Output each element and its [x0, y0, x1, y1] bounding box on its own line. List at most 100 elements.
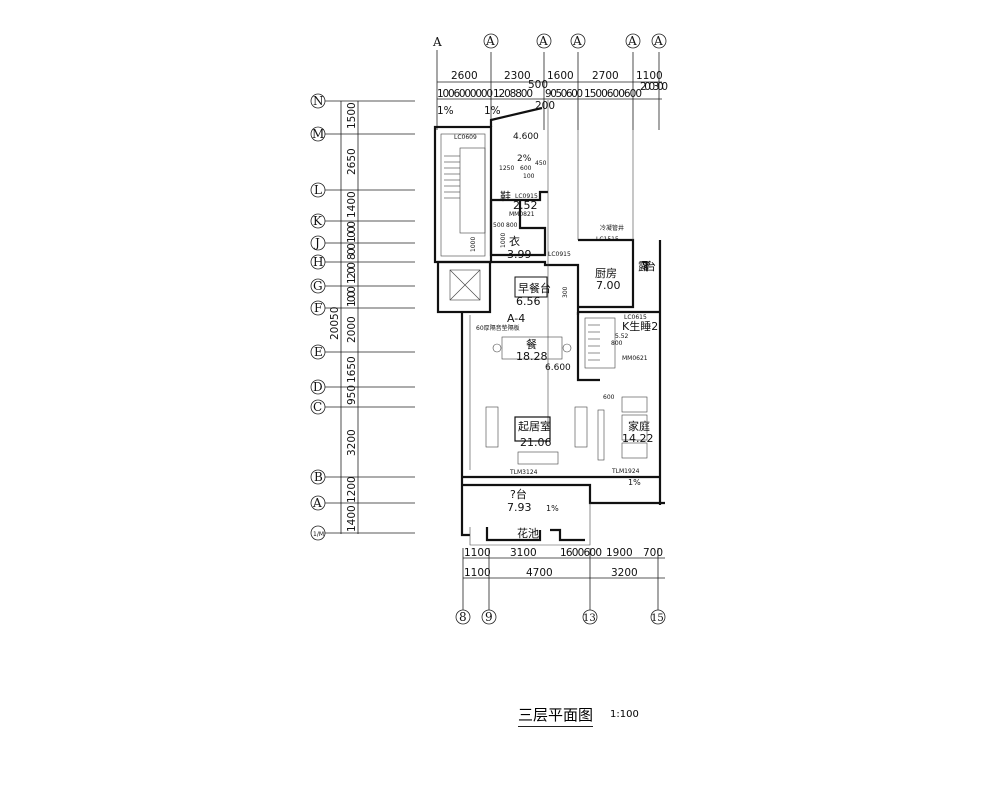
svg-text:3.99: 3.99: [507, 248, 532, 261]
svg-text:TLM3124: TLM3124: [509, 469, 538, 476]
svg-text:2700: 2700: [592, 70, 619, 82]
svg-text:1200: 1200: [346, 476, 358, 503]
left-dimensions: 1500 2650 1400 1000 800 1200 1000 2000 1…: [329, 102, 358, 532]
top-dimensions: 2600 2300 1600 2700 1100 1006000000 1208…: [437, 70, 668, 117]
svg-text:600: 600: [603, 394, 615, 401]
svg-text:?台: ?台: [510, 487, 527, 501]
svg-text:1250: 1250: [499, 165, 514, 172]
svg-text:A: A: [485, 34, 495, 48]
svg-text:4700: 4700: [526, 567, 553, 579]
svg-text:MM0821: MM0821: [509, 211, 535, 218]
svg-text:600: 600: [520, 165, 532, 172]
svg-text:21.06: 21.06: [520, 436, 552, 449]
svg-text:1006000000: 1006000000: [437, 88, 493, 100]
svg-text:3200: 3200: [346, 429, 358, 456]
svg-text:F: F: [314, 301, 322, 315]
svg-text:LC0615: LC0615: [624, 314, 647, 321]
room-labels: 早餐台 6.56 厨房 7.00 餐 18.28 起居室 21.06 家庭 14…: [500, 189, 658, 540]
svg-text:M: M: [312, 127, 324, 141]
svg-text:60厚隔音垫隔板: 60厚隔音垫隔板: [476, 324, 520, 332]
svg-text:A: A: [432, 35, 442, 49]
svg-text:950: 950: [346, 385, 358, 405]
svg-text:3200: 3200: [611, 567, 638, 579]
svg-text:13: 13: [583, 613, 596, 624]
svg-text:G: G: [313, 279, 323, 293]
svg-text:早餐台: 早餐台: [518, 281, 551, 295]
svg-text:1100: 1100: [636, 70, 663, 82]
svg-text:700: 700: [643, 547, 663, 559]
svg-text:5.52: 5.52: [615, 333, 629, 340]
svg-text:起居室: 起居室: [518, 419, 551, 433]
svg-text:LC1515: LC1515: [596, 236, 619, 243]
svg-text:N: N: [313, 94, 324, 108]
svg-text:H: H: [313, 255, 323, 269]
annotations: 4.600 6.600 2% 1% 1% LC0609 LC0915 LC091…: [454, 132, 648, 513]
svg-text:15: 15: [651, 613, 664, 624]
svg-text:7.93: 7.93: [507, 501, 532, 514]
svg-text:1%: 1%: [484, 105, 501, 117]
svg-text:14.22: 14.22: [622, 432, 654, 445]
bottom-dimensions: 1100 3100 1600600 1900 700 1100 4700 320…: [464, 547, 663, 579]
svg-text:冷凝管井: 冷凝管井: [600, 224, 624, 232]
drawing-scale: 1:100: [610, 709, 639, 720]
svg-text:E: E: [314, 345, 323, 359]
svg-text:8: 8: [459, 610, 467, 624]
svg-text:200: 200: [535, 100, 555, 112]
svg-text:1208800: 1208800: [493, 88, 533, 100]
svg-text:D: D: [313, 380, 323, 394]
svg-text:20050: 20050: [329, 307, 341, 340]
svg-text:MM0621: MM0621: [622, 355, 648, 362]
svg-text:餐: 餐: [526, 337, 537, 351]
svg-text:花池: 花池: [517, 527, 539, 540]
svg-text:1000: 1000: [500, 233, 507, 248]
left-axis-bubbles: N M L K J H G F E D C B A 1/M: [310, 93, 326, 541]
svg-text:1%: 1%: [628, 478, 641, 487]
svg-text:K: K: [313, 214, 323, 228]
svg-text:2300: 2300: [504, 70, 531, 82]
top-axis-lines: [436, 50, 662, 130]
svg-text:500: 500: [528, 79, 548, 91]
svg-text:2000: 2000: [346, 316, 358, 343]
stairs: [444, 147, 616, 369]
svg-text:200300: 200300: [640, 81, 668, 93]
svg-text:6.56: 6.56: [516, 295, 541, 308]
left-axis-lines: [325, 100, 415, 534]
svg-text:1200: 1200: [346, 262, 358, 284]
svg-text:LC0915: LC0915: [515, 193, 538, 200]
svg-text:100: 100: [523, 173, 535, 180]
svg-text:露?平台: 露?平台: [638, 259, 656, 273]
svg-text:A: A: [538, 34, 548, 48]
svg-text:1650: 1650: [346, 356, 358, 383]
svg-text:1/M: 1/M: [313, 531, 324, 538]
svg-text:450: 450: [535, 160, 547, 167]
svg-text:K生睡2: K生睡2: [622, 319, 658, 333]
svg-text:6.600: 6.600: [545, 363, 571, 373]
svg-text:1100: 1100: [464, 567, 491, 579]
svg-text:厨房: 厨房: [595, 267, 617, 280]
svg-text:衣: 衣: [509, 234, 520, 248]
svg-text:1000: 1000: [346, 221, 358, 243]
furniture: [485, 276, 648, 465]
svg-text:18.28: 18.28: [516, 350, 548, 363]
svg-text:A: A: [572, 34, 582, 48]
svg-text:B: B: [314, 470, 323, 484]
svg-text:500: 500: [493, 222, 505, 229]
svg-text:1500: 1500: [346, 102, 358, 129]
svg-text:1400: 1400: [346, 191, 358, 218]
svg-text:7.00: 7.00: [596, 279, 621, 292]
svg-text:9: 9: [485, 610, 493, 624]
svg-text:300: 300: [562, 286, 569, 298]
svg-text:家庭: 家庭: [628, 419, 650, 433]
svg-text:800: 800: [611, 340, 623, 347]
svg-text:2600: 2600: [451, 70, 478, 82]
drawing-title: 三层平面图: [518, 704, 594, 727]
bottom-axis-bubbles: 8 9 13 15: [455, 609, 666, 625]
svg-text:1600600: 1600600: [560, 547, 602, 559]
svg-text:1%: 1%: [546, 504, 559, 513]
svg-text:1500600600: 1500600600: [584, 88, 642, 100]
svg-text:A: A: [312, 496, 322, 510]
svg-text:A-4: A-4: [507, 312, 525, 325]
svg-text:LC0609: LC0609: [454, 134, 477, 141]
svg-text:1900: 1900: [606, 547, 633, 559]
